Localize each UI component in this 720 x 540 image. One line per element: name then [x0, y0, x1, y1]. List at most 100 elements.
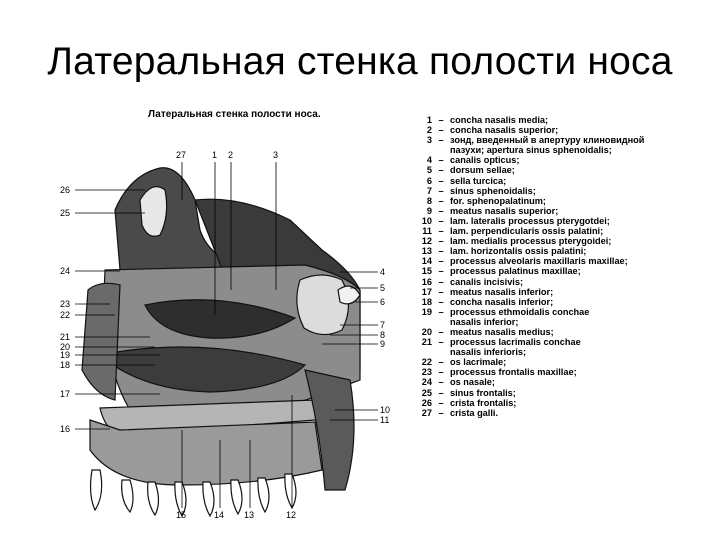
legend-text: canalis opticus;	[450, 155, 519, 165]
legend-item: 27–crista galli.	[420, 408, 715, 418]
legend-number: 2	[420, 125, 432, 135]
skull-section-drawing	[82, 168, 360, 516]
legend-dash: –	[432, 196, 450, 206]
legend-number: 1	[420, 115, 432, 125]
legend-text: processus frontalis maxillae;	[450, 367, 577, 377]
figure-label: 23	[60, 299, 70, 309]
legend-item: 4–canalis opticus;	[420, 155, 715, 165]
figure-label: 1	[212, 150, 217, 160]
nasal-bone-shape	[82, 283, 120, 400]
legend-number: 24	[420, 377, 432, 387]
legend-text: concha nasalis inferior;	[450, 297, 553, 307]
legend-number: 4	[420, 155, 432, 165]
legend-dash: –	[432, 266, 450, 276]
legend-dash: –	[432, 357, 450, 367]
legend-item: 9–meatus nasalis superior;	[420, 206, 715, 216]
legend-continuation: nasalis inferior;	[420, 317, 715, 327]
figure-label: 7	[380, 320, 385, 330]
legend-item: 19–processus ethmoidalis conchae	[420, 307, 715, 317]
legend-dash: –	[432, 165, 450, 175]
figure-label: 9	[380, 339, 385, 349]
legend-dash: –	[432, 125, 450, 135]
legend-text: sella turcica;	[450, 176, 506, 186]
legend-dash: –	[432, 297, 450, 307]
legend-number: 12	[420, 236, 432, 246]
legend-dash: –	[432, 367, 450, 377]
legend-number: 20	[420, 327, 432, 337]
legend-text: dorsum sellae;	[450, 165, 515, 175]
legend-dash: –	[432, 246, 450, 256]
legend-dash: –	[432, 206, 450, 216]
legend-item: 6–sella turcica;	[420, 176, 715, 186]
legend-number: 19	[420, 307, 432, 317]
figure-label: 16	[60, 424, 70, 434]
figure-label: 24	[60, 266, 70, 276]
legend-item: 16–canalis incisivis;	[420, 277, 715, 287]
figure-label: 15	[176, 510, 186, 520]
figure-label: 13	[244, 510, 254, 520]
legend-dash: –	[432, 176, 450, 186]
figure-label: 4	[380, 267, 385, 277]
figure-title: Латеральная стенка полости носа.	[148, 109, 321, 120]
legend-item: 23–processus frontalis maxillae;	[420, 367, 715, 377]
frontal-sinus-shape	[140, 187, 167, 237]
legend-number: 22	[420, 357, 432, 367]
legend-text: lam. perpendicularis ossis palatini;	[450, 226, 603, 236]
legend-item: 21–processus lacrimalis conchae	[420, 337, 715, 347]
legend-dash: –	[432, 155, 450, 165]
legend-dash: –	[432, 327, 450, 337]
legend-dash: –	[432, 256, 450, 266]
legend-dash: –	[432, 377, 450, 387]
legend-text: lam. lateralis processus pterygotdei;	[450, 216, 610, 226]
legend-item: 20–meatus nasalis medius;	[420, 327, 715, 337]
legend-continuation: nasalis inferioris;	[420, 347, 715, 357]
legend-number: 16	[420, 277, 432, 287]
legend-item: 8–for. sphenopalatinum;	[420, 196, 715, 206]
figure-label: 17	[60, 389, 70, 399]
legend-number: 26	[420, 398, 432, 408]
legend-number: 17	[420, 287, 432, 297]
sphenoid-sinus-shape	[297, 275, 349, 335]
figure-label: 11	[380, 415, 389, 425]
legend-text: canalis incisivis;	[450, 277, 523, 287]
legend-text: processus alveolaris maxillaris maxillae…	[450, 256, 628, 266]
legend-continuation: пазухи; apertura sinus sphenoidalis;	[420, 145, 715, 155]
legend-number: 15	[420, 266, 432, 276]
figure-label: 12	[286, 510, 296, 520]
legend-dash: –	[432, 277, 450, 287]
legend-number: 25	[420, 388, 432, 398]
legend-dash: –	[432, 236, 450, 246]
figure-label: 10	[380, 405, 390, 415]
legend-item: 17–meatus nasalis inferior;	[420, 287, 715, 297]
legend-text: meatus nasalis medius;	[450, 327, 554, 337]
figure-label: 25	[60, 208, 70, 218]
legend-item: 15–processus palatinus maxillae;	[420, 266, 715, 276]
legend-item: 7–sinus sphenoidalis;	[420, 186, 715, 196]
legend-item: 14–processus alveolaris maxillaris maxil…	[420, 256, 715, 266]
legend-item: 12–lam. medialis processus pterygoidei;	[420, 236, 715, 246]
legend: 1–concha nasalis media; 2–concha nasalis…	[420, 115, 715, 418]
legend-dash: –	[432, 186, 450, 196]
figure-label: 27	[176, 150, 186, 160]
legend-text: os nasale;	[450, 377, 495, 387]
legend-number: 3	[420, 135, 432, 145]
legend-number: 27	[420, 408, 432, 418]
figure-label: 2	[228, 150, 233, 160]
legend-item: 10–lam. lateralis processus pterygotdei;	[420, 216, 715, 226]
figure-label: 14	[214, 510, 224, 520]
legend-item: 18–concha nasalis inferior;	[420, 297, 715, 307]
legend-item: 3–зонд, введенный в апертуру клиновидной	[420, 135, 715, 145]
legend-text: meatus nasalis superior;	[450, 206, 558, 216]
figure-label: 19	[60, 350, 70, 360]
legend-number: 13	[420, 246, 432, 256]
legend-text: crista galli.	[450, 408, 498, 418]
legend-number: 8	[420, 196, 432, 206]
figure-label: 21	[60, 332, 70, 342]
slide-title: Латеральная стенка полости носа	[0, 40, 720, 84]
legend-number: 7	[420, 186, 432, 196]
legend-dash: –	[432, 398, 450, 408]
legend-number: 11	[420, 226, 432, 236]
figure-label: 26	[60, 185, 70, 195]
legend-number: 5	[420, 165, 432, 175]
legend-dash: –	[432, 226, 450, 236]
